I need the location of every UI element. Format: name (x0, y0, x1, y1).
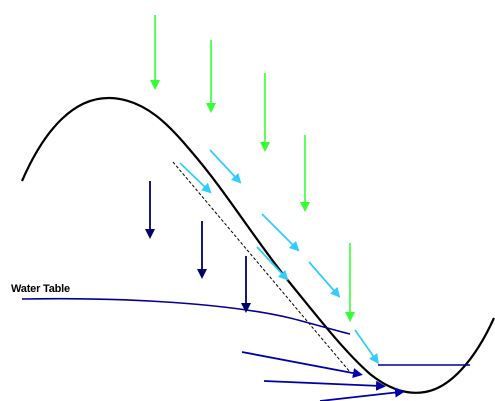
soil-boundary-dashed-line (172, 161, 351, 373)
runoff-arrow (308, 261, 341, 298)
water-table-label: Water Table (11, 283, 70, 295)
throughflow-arrow (241, 351, 363, 378)
runoff-arrow (354, 329, 379, 365)
runoff-arrow (209, 149, 242, 184)
infiltration-arrows (145, 181, 251, 313)
throughflow-arrows (241, 351, 405, 401)
throughflow-arrow (263, 380, 386, 391)
runoff-arrow (261, 213, 300, 252)
runoff-arrow (256, 246, 289, 281)
throughflow-arrow (319, 387, 405, 401)
water-table-line (21, 297, 351, 335)
hillslope-profile (20, 96, 495, 394)
rainfall-arrows (150, 15, 355, 322)
runoff-arrow (179, 162, 212, 194)
surface-runoff-arrows (179, 149, 379, 365)
